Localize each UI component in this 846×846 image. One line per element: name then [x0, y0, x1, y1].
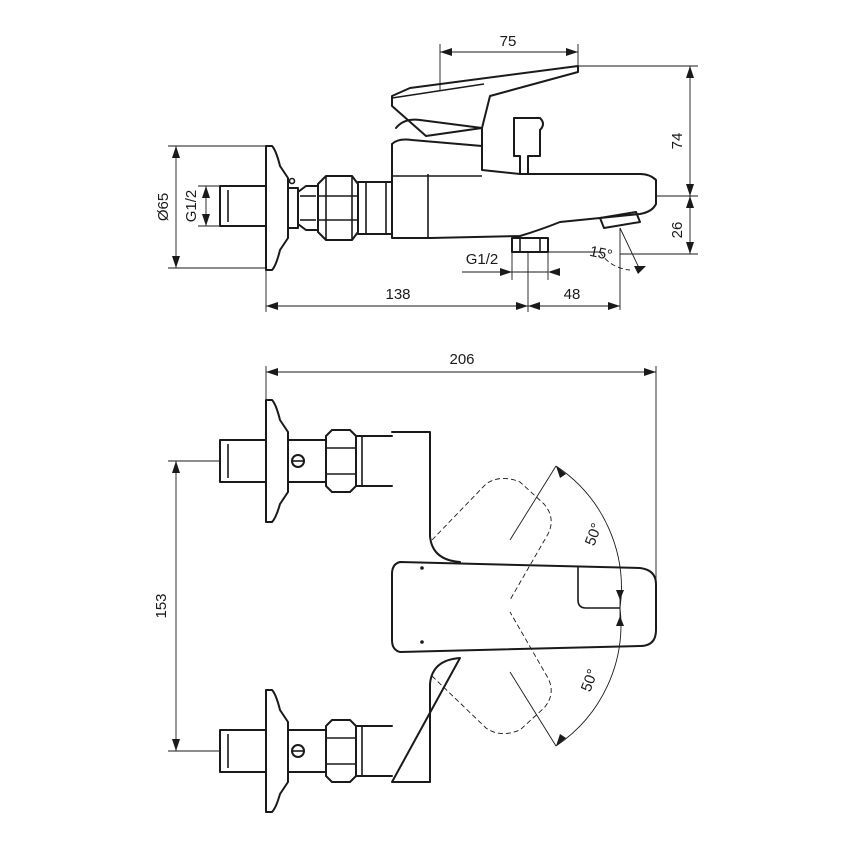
diverter-knob [513, 117, 544, 175]
dim-top-width: 75 [500, 33, 517, 50]
lower-connection [219, 689, 393, 813]
inlet-stub [219, 185, 267, 227]
dim-overall-width: 206 [449, 351, 474, 368]
dim-wall-to-outlet: 138 [385, 286, 410, 303]
dim-flange-diameter: Ø65 [155, 193, 172, 221]
wall-flange [265, 145, 289, 271]
dim-spout-angle: 15° [588, 243, 614, 264]
lever-position-upper [431, 478, 552, 601]
dim-height: 74 [669, 133, 686, 150]
dim-outlet-thread: G1/2 [466, 251, 499, 268]
top-view: 206 [153, 351, 657, 813]
lever-position-lower [431, 611, 552, 734]
dim-inlet-centers: 153 [153, 593, 170, 618]
mixer-body-top [391, 431, 461, 783]
dim-lever-angle-lower: 50° [578, 667, 602, 694]
dim-spout-height: 26 [669, 222, 686, 239]
dim-outlet-to-spout: 48 [564, 286, 581, 303]
dim-lever-angle-upper: 50° [582, 521, 606, 548]
spout-aerator [599, 211, 641, 229]
dim-inlet-thread: G1/2 [183, 190, 200, 223]
lever-top [391, 561, 657, 653]
eccentric-connector [287, 187, 299, 229]
hex-nut [317, 175, 359, 241]
mixer-body [391, 138, 657, 239]
upper-connection [219, 399, 393, 523]
shower-outlet [511, 237, 549, 253]
lever [391, 65, 579, 137]
side-view: 75 74 26 Ø65 G1/2 G1/2 [155, 33, 698, 312]
